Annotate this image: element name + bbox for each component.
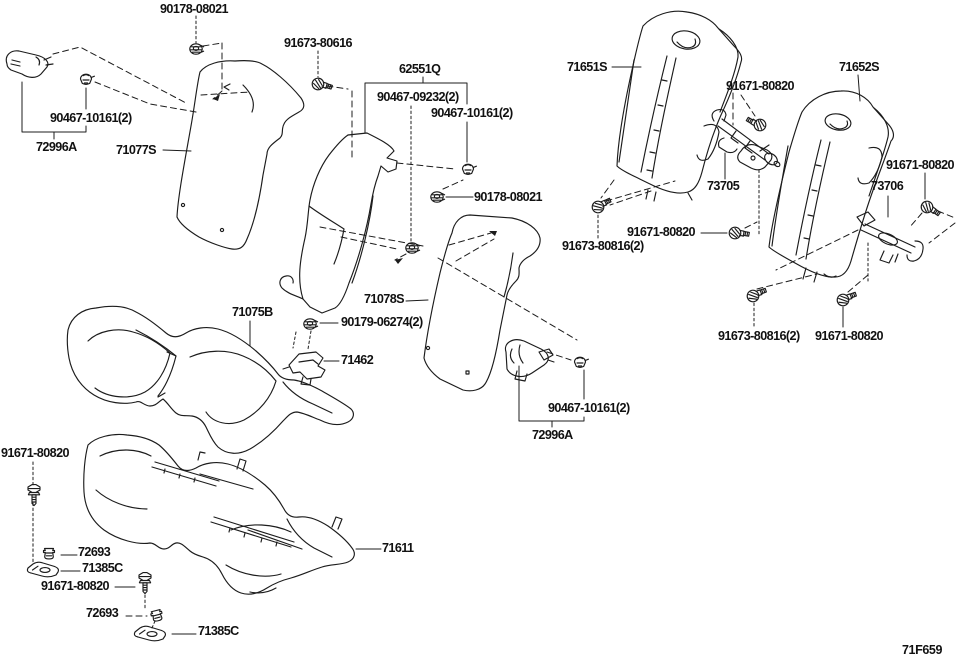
bracket-71462-drawing: [282, 351, 326, 386]
seatback-board-71078s-drawing: [423, 214, 541, 392]
part-label-91673-80616: 91673-80616: [284, 35, 353, 50]
part-label-72996a-a: 72996A: [36, 139, 77, 154]
arrowheads: [213, 94, 497, 264]
diagram-code: 71F659: [902, 643, 942, 657]
part-label-91671-80820-a: 91671-80820: [726, 78, 795, 93]
part-label-73705: 73705: [707, 178, 740, 193]
bracket-73706-drawing: [856, 211, 924, 264]
nut-icon: [189, 43, 205, 55]
part-label-91671-80820-c: 91671-80820: [627, 224, 696, 239]
fastener-icons: [26, 43, 944, 642]
part-label-72693-a: 72693: [78, 544, 111, 559]
seat-cushion-frame-71611-drawing: [83, 433, 355, 595]
screw-icon: [918, 198, 944, 219]
bolt-icon: [27, 484, 41, 507]
hook-71385-icon: [133, 625, 167, 642]
part-label-90467-10161-b: 90467-10161(2): [50, 110, 132, 125]
screw-icon: [728, 226, 750, 240]
part-label-90178-08021-a: 90178-08021: [160, 1, 229, 16]
part-label-90467-10161-c: 90467-10161(2): [548, 400, 630, 415]
dotted-connectors: [32, 15, 869, 629]
part-label-91673-80816-a: 91673-80816(2): [562, 238, 644, 253]
part-label-71611: 71611: [382, 540, 414, 555]
clip-icon: [79, 73, 95, 85]
part-label-90467-09232: 90467-09232(2): [377, 89, 459, 104]
hook-71385-icon: [26, 561, 60, 578]
part-label-90178-08021-b: 90178-08021: [474, 189, 543, 204]
part-label-71651s: 71651S: [567, 59, 608, 74]
screw-icon: [743, 114, 769, 134]
bracket-73705-drawing: [711, 108, 781, 171]
seat-cushion-71075b-drawing: [66, 305, 354, 454]
part-label-91671-80820-e: 91671-80820: [1, 445, 70, 460]
seatback-71651s-drawing: [616, 10, 743, 202]
part-label-71652s: 71652S: [839, 59, 880, 74]
part-label-71462: 71462: [341, 352, 374, 367]
part-label-91671-80820-d: 91671-80820: [815, 328, 884, 343]
screw-icon: [310, 76, 334, 93]
part-label-71385c-a: 71385C: [82, 560, 123, 575]
part-label-73706: 73706: [871, 178, 904, 193]
screw-icon: [744, 283, 769, 305]
part-label-90467-10161-a: 90467-10161(2): [431, 105, 513, 120]
part-label-91673-80816-b: 91673-80816(2): [718, 328, 800, 343]
part-label-71078s: 71078S: [364, 291, 405, 306]
seatback-hinge-72996a-left-drawing: [5, 50, 54, 78]
screw-icon: [834, 287, 859, 309]
nut-icon: [430, 191, 446, 203]
part-label-72996a-b: 72996A: [532, 427, 573, 442]
seatback-cover-71077s-drawing: [176, 60, 305, 250]
hinge-72996a-right-drawing: [504, 339, 555, 382]
clip-icon: [461, 163, 477, 175]
seatback-board-62551q-drawing: [279, 132, 398, 314]
part-label-71385c-b: 71385C: [198, 623, 239, 638]
part-label-71075b: 71075B: [232, 304, 273, 319]
part-label-91671-80820-f: 91671-80820: [41, 578, 110, 593]
nut-icon: [303, 318, 319, 330]
dashed-assembly-lines: [52, 42, 956, 617]
part-label-90179-06274: 90179-06274(2): [341, 314, 423, 329]
part-label-71077s: 71077S: [116, 142, 157, 157]
part-label-91671-80820-b: 91671-80820: [886, 157, 955, 172]
clip-icon: [573, 356, 589, 368]
part-label-72693-b: 72693: [86, 605, 119, 620]
clip-72693-icon: [42, 547, 56, 560]
bolt-icon: [138, 572, 152, 595]
part-label-62551q: 62551Q: [399, 61, 441, 76]
seatback-71652s-drawing: [768, 90, 895, 283]
clip-72693-icon: [149, 608, 165, 623]
leader-lines: [21, 66, 926, 635]
